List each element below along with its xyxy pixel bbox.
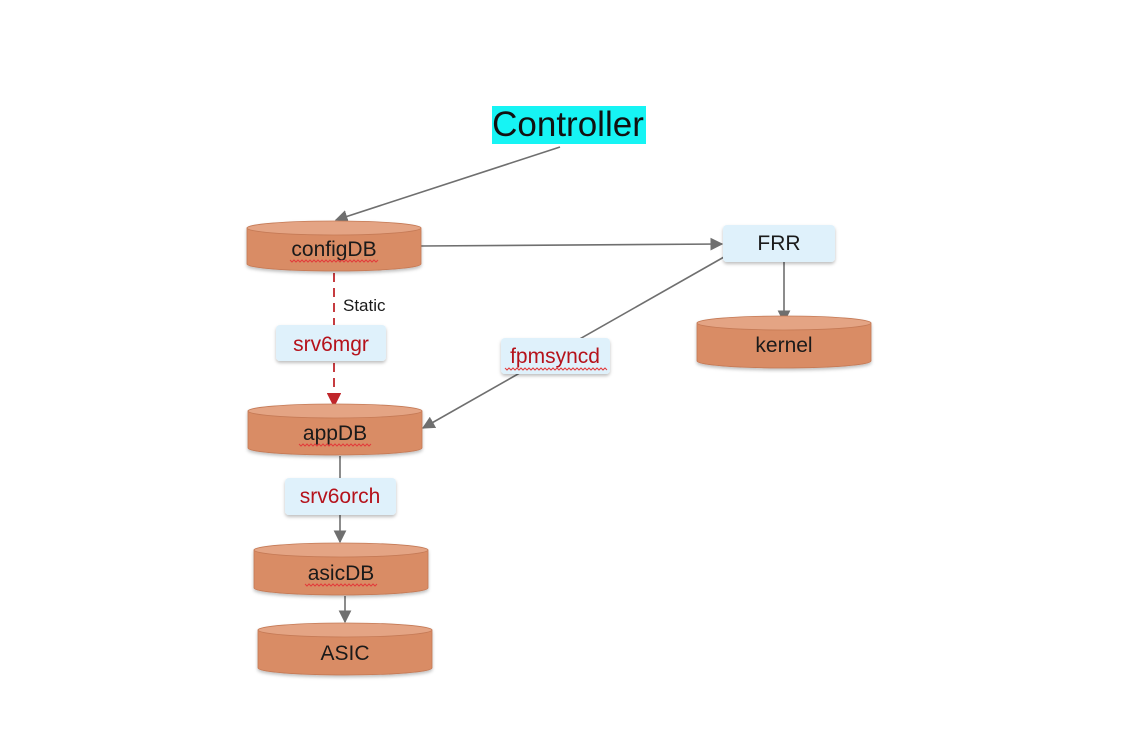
process-srv6orch bbox=[285, 478, 396, 515]
db-kernel bbox=[696, 315, 872, 369]
controller-node: Controller bbox=[492, 105, 646, 144]
configdb-label: configDB bbox=[291, 238, 376, 261]
process-fpmsyncd bbox=[501, 338, 610, 374]
process-srv6mgr bbox=[276, 325, 386, 361]
srv6mgr-label: srv6mgr bbox=[293, 333, 369, 356]
edge-label-static: Static bbox=[343, 296, 386, 315]
frr-label: FRR bbox=[757, 232, 800, 255]
fpmsyncd-label: fpmsyncd bbox=[510, 345, 600, 368]
db-appdb bbox=[247, 403, 423, 456]
asic-label: ASIC bbox=[320, 642, 369, 665]
db-asicdb bbox=[253, 542, 429, 596]
srv6orch-label: srv6orch bbox=[300, 485, 381, 508]
appdb-label: appDB bbox=[303, 422, 367, 445]
asicdb-label: asicDB bbox=[308, 562, 375, 585]
controller-label: Controller bbox=[492, 105, 644, 144]
edge-configdb-frr bbox=[419, 237, 724, 251]
process-frr bbox=[723, 225, 835, 262]
controller-highlight bbox=[492, 106, 646, 144]
kernel-label: kernel bbox=[755, 334, 812, 357]
db-asic bbox=[257, 622, 433, 676]
edge-controller-configdb bbox=[334, 146, 561, 223]
